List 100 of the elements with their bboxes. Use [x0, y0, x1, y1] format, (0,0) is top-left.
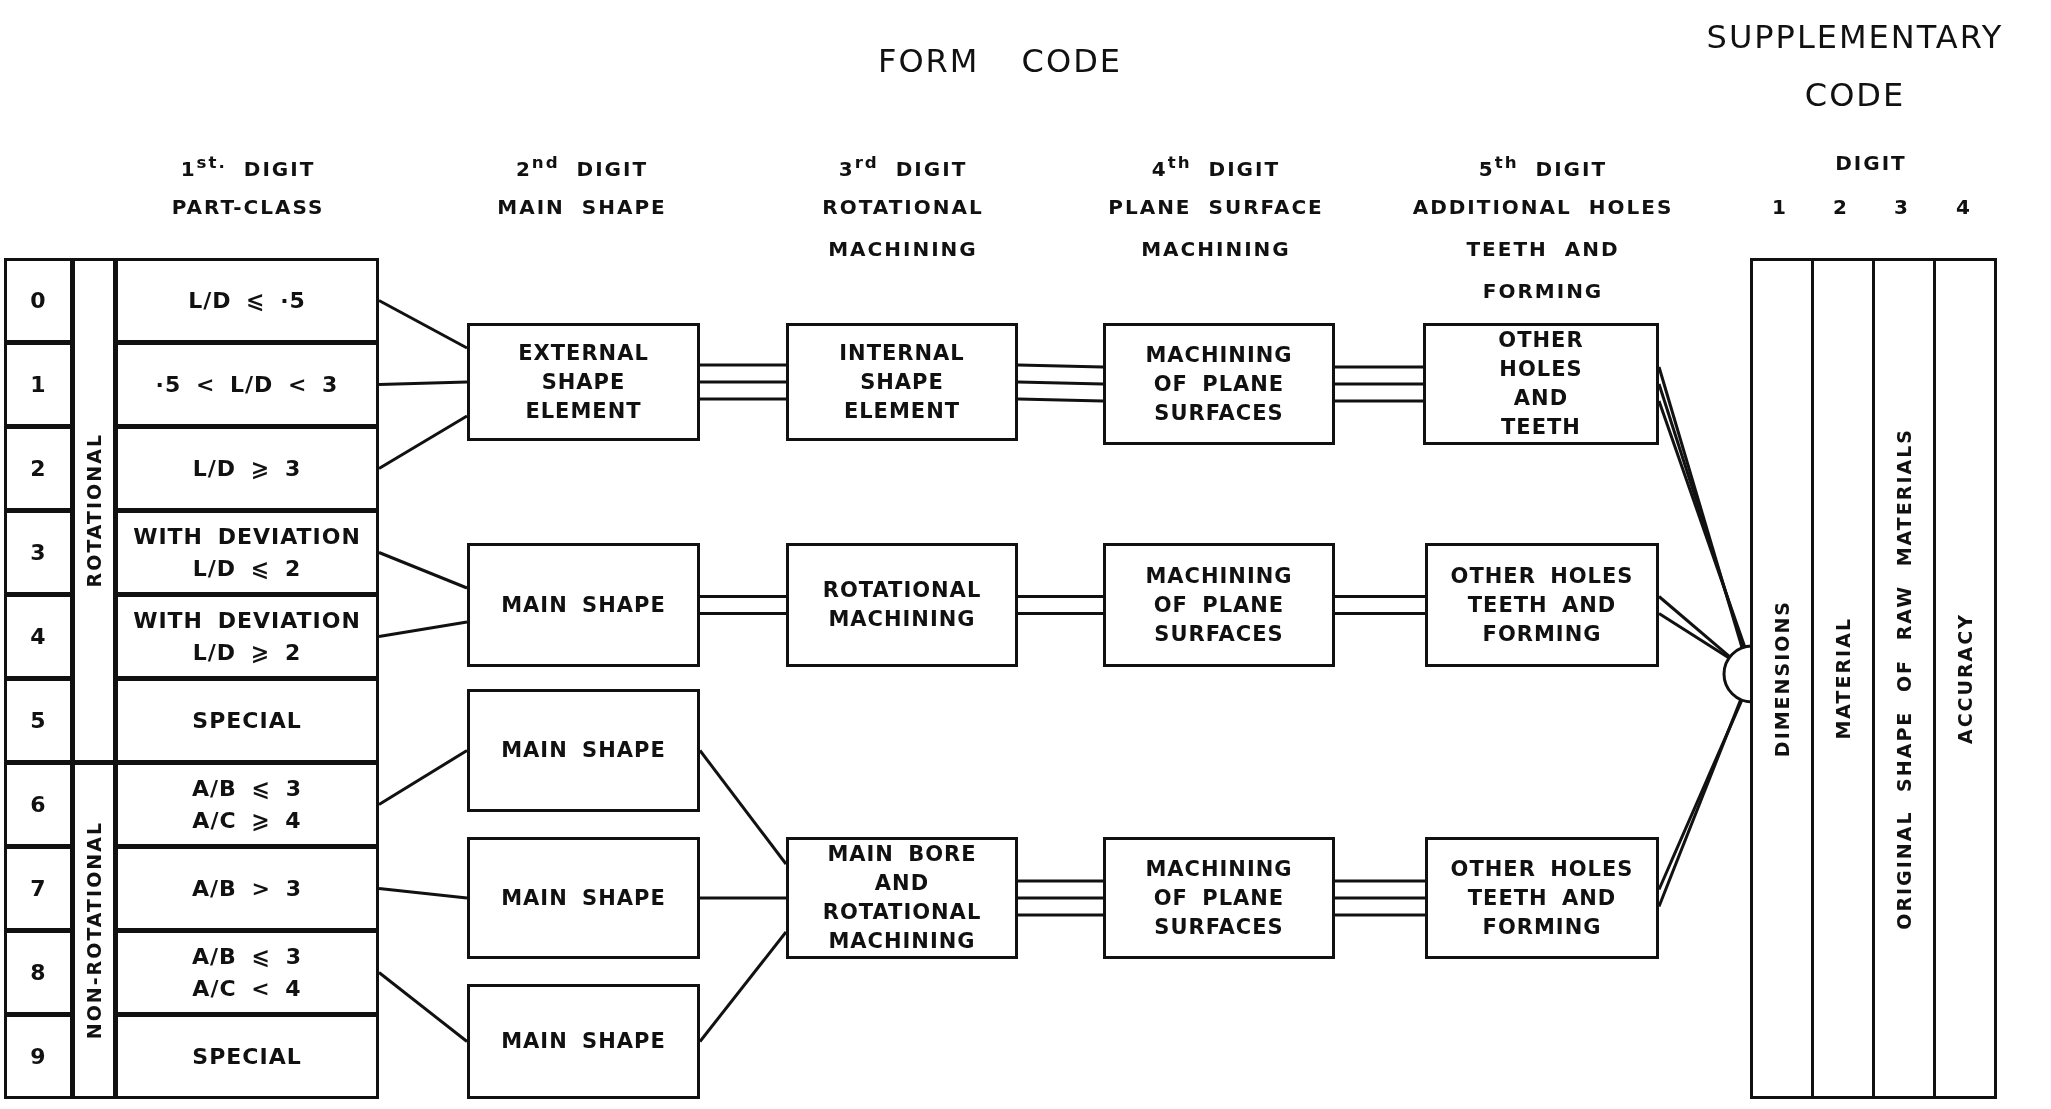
connector-line	[378, 380, 468, 386]
column-heading: 2	[1832, 194, 1850, 221]
connector-line	[1018, 896, 1103, 900]
column-heading: 1	[1771, 194, 1789, 221]
connector-line	[1018, 595, 1103, 598]
table-column	[1750, 258, 1814, 1099]
process-box	[467, 689, 700, 812]
column-heading: 2$^{nd}$ DIGIT	[514, 152, 650, 183]
table-cell	[72, 762, 116, 1099]
table-cell	[115, 510, 379, 595]
column-heading: ROTATIONAL MACHINING	[821, 194, 985, 263]
table-column	[1811, 258, 1875, 1099]
process-label: INTERNAL SHAPE ELEMENT	[838, 339, 966, 425]
process-box	[786, 323, 1018, 441]
table-cell	[115, 930, 379, 1015]
process-label: MACHINING OF PLANE SURFACES	[1144, 562, 1294, 648]
connector-line	[1017, 397, 1104, 403]
process-label: MACHINING OF PLANE SURFACES	[1144, 341, 1294, 427]
connector-line	[698, 749, 788, 865]
connector-line	[1658, 595, 1731, 658]
connector-line	[1017, 380, 1104, 386]
process-label: MAIN SHAPE	[501, 1028, 666, 1055]
connector-line	[378, 551, 468, 590]
process-label: MAIN SHAPE	[501, 884, 666, 912]
digit-number: 5	[30, 707, 47, 735]
connector-line	[700, 595, 786, 598]
table-cell	[115, 258, 379, 343]
group-label: ROTATIONAL	[83, 433, 105, 588]
column-label: DIMENSIONS	[1771, 599, 1793, 758]
column-label: MATERIAL	[1832, 617, 1854, 740]
digit-number: 3	[30, 539, 47, 567]
connector-line	[700, 612, 786, 615]
column-heading: SUPPLEMENTARY CODE	[1705, 17, 2005, 116]
column-heading: PLANE SURFACE MACHINING	[1107, 194, 1325, 263]
process-label: MAIN SHAPE	[501, 737, 666, 764]
class-criterion: L/D ⩾ 3	[192, 454, 302, 483]
process-label: EXTERNAL SHAPE ELEMENT	[517, 339, 650, 425]
column-heading: MAIN SHAPE	[496, 194, 668, 221]
connector-line	[1335, 595, 1425, 598]
column-heading: 4	[1955, 194, 1973, 221]
digit-number: 2	[30, 455, 47, 483]
connector-line	[698, 931, 788, 1043]
column-heading: 1$^{st.}$ DIGIT	[179, 152, 317, 183]
class-criterion: A/B > 3	[192, 874, 302, 903]
class-criterion: A/B ⩽ 3 A/C < 4	[191, 942, 303, 1003]
connector-line	[1335, 612, 1425, 615]
process-label: MAIN BORE AND ROTATIONAL MACHINING	[821, 841, 983, 955]
connector-line	[378, 414, 468, 470]
table-cell	[4, 762, 73, 847]
connector-line	[1335, 382, 1423, 386]
table-cell	[115, 426, 379, 511]
connector-line	[378, 749, 468, 806]
connector-line	[1658, 612, 1730, 660]
connector-line	[1018, 879, 1103, 883]
connector-line	[700, 380, 786, 384]
digit-number: 7	[30, 875, 47, 903]
column-label: ORIGINAL SHAPE OF RAW MATERIALS	[1893, 427, 1915, 930]
column-heading: PART-CLASS	[170, 194, 326, 221]
connector-line	[1017, 363, 1104, 369]
digit-number: 1	[30, 371, 47, 399]
connector-line	[700, 896, 786, 900]
table-cell	[4, 342, 73, 427]
connector-line	[378, 620, 468, 638]
process-box	[1423, 323, 1659, 445]
table-column	[1933, 258, 1997, 1099]
connector-line	[1335, 896, 1425, 900]
column-heading: 3	[1893, 194, 1911, 221]
column-heading: 5$^{th}$ DIGIT	[1477, 152, 1609, 183]
connector-line	[378, 887, 468, 900]
table-cell	[4, 678, 73, 763]
digit-number: 0	[30, 287, 47, 315]
digit-number: 9	[30, 1043, 47, 1071]
group-label: NON-ROTATIONAL	[83, 821, 105, 1040]
column-heading: 3$^{rd}$ DIGIT	[837, 152, 969, 183]
connector-line	[1335, 365, 1423, 369]
process-box	[1103, 543, 1335, 667]
table-cell	[4, 426, 73, 511]
column-heading: ADDITIONAL HOLES TEETH AND FORMING	[1411, 194, 1675, 305]
process-box	[1103, 323, 1335, 445]
connector-line	[1335, 879, 1425, 883]
process-box	[1103, 837, 1335, 959]
table-column	[1872, 258, 1936, 1099]
digit-number: 4	[30, 623, 47, 651]
process-box	[786, 837, 1018, 959]
digit-number: 8	[30, 959, 47, 987]
process-label: ROTATIONAL MACHINING	[821, 577, 983, 633]
process-box	[1425, 837, 1659, 959]
column-label: ACCURACY	[1954, 612, 1976, 745]
table-cell	[115, 678, 379, 763]
connector-line	[1335, 399, 1423, 403]
table-cell	[72, 258, 116, 763]
table-cell	[115, 594, 379, 679]
table-cell	[4, 594, 73, 679]
diagram-title: FORM CODE	[877, 41, 1123, 82]
process-label: OTHER HOLES AND TEETH	[1497, 327, 1585, 441]
connector-line	[1018, 612, 1103, 615]
process-box	[467, 984, 700, 1099]
column-heading: 4$^{th}$ DIGIT	[1150, 152, 1282, 183]
table-cell	[115, 342, 379, 427]
class-criterion: SPECIAL	[192, 1042, 302, 1071]
